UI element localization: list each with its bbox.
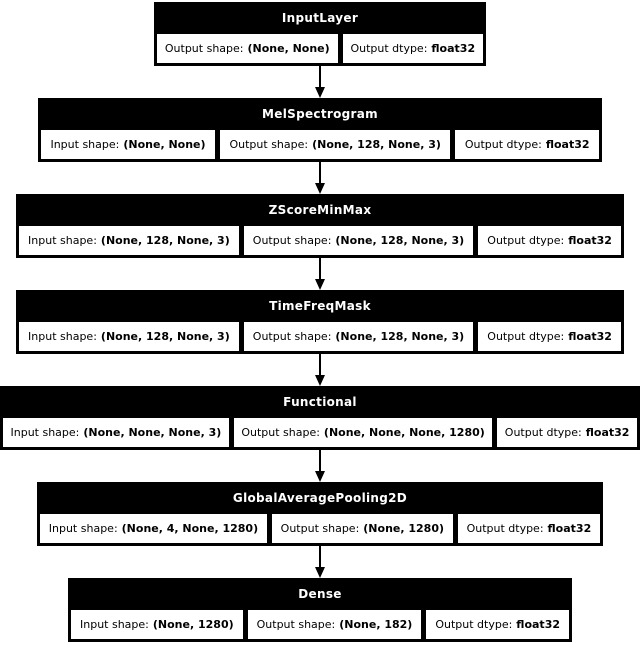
arrow-head-icon xyxy=(315,87,325,98)
connector-arrow xyxy=(315,450,325,482)
cell-value: float32 xyxy=(585,426,630,439)
arrow-shaft xyxy=(319,66,321,87)
arrow-head-icon xyxy=(315,375,325,386)
cell-label: Output dtype: xyxy=(464,138,542,151)
connector-arrow xyxy=(315,258,325,290)
arrow-shaft xyxy=(319,546,321,567)
layer-name: TimeFreqMask xyxy=(269,299,371,313)
cell-value: (None, None, None, 1280) xyxy=(323,426,485,439)
cell-output-dtype: Output dtype: float32 xyxy=(455,130,599,159)
connector-arrow xyxy=(315,162,325,194)
cell-value: float32 xyxy=(431,42,476,55)
cell-input-shape: Input shape: (None, None) xyxy=(41,130,216,159)
cell-value: float32 xyxy=(568,234,612,247)
cell-label: Output shape: xyxy=(256,618,336,631)
cell-label: Output shape: xyxy=(280,522,360,535)
cell-value: (None, None) xyxy=(123,138,206,151)
cell-label: Input shape: xyxy=(80,618,149,631)
cell-label: Output dtype: xyxy=(487,234,565,247)
layer-shape-row: Input shape: (None, 128, None, 3) Output… xyxy=(19,226,621,255)
layer-name: Functional xyxy=(283,395,357,409)
cell-output-dtype: Output dtype: float32 xyxy=(457,514,601,543)
arrow-head-icon xyxy=(315,567,325,578)
cell-value: float32 xyxy=(547,522,592,535)
arrow-shaft xyxy=(319,354,321,375)
layer-shape-row: Input shape: (None, 128, None, 3) Output… xyxy=(19,322,621,351)
cell-label: Output dtype: xyxy=(350,42,428,55)
cell-value: (None, 1280) xyxy=(363,522,445,535)
cell-value: (None, 4, None, 1280) xyxy=(121,522,259,535)
cell-output-shape: Output shape: (None, 128, None, 3) xyxy=(243,226,474,255)
layer-name: InputLayer xyxy=(281,11,359,25)
arrow-shaft xyxy=(319,162,321,183)
arrow-shaft xyxy=(319,450,321,471)
layer-name: GlobalAveragePooling2D xyxy=(232,491,408,505)
cell-value: float32 xyxy=(516,618,560,631)
layer-node-dense: Dense Input shape: (None, 1280) Output s… xyxy=(68,578,572,642)
layer-shape-row: Input shape: (None, 1280) Output shape: … xyxy=(71,610,569,639)
layer-node-globalaveragepooling2d: GlobalAveragePooling2D Input shape: (Non… xyxy=(37,482,603,546)
cell-value: (None, 128, None, 3) xyxy=(335,234,465,247)
layer-name: Dense xyxy=(298,587,342,601)
cell-output-shape: Output shape: (None, 182) xyxy=(247,610,422,639)
cell-value: float32 xyxy=(545,138,590,151)
cell-label: Output shape: xyxy=(241,426,320,439)
cell-label: Output shape: xyxy=(252,330,332,343)
cell-value: (None, 128, None, 3) xyxy=(100,234,230,247)
cell-output-shape: Output shape: (None, 128, None, 3) xyxy=(220,130,451,159)
cell-output-dtype: Output dtype: float32 xyxy=(497,418,637,447)
cell-value: (None, 1280) xyxy=(152,618,234,631)
cell-label: Input shape: xyxy=(50,138,120,151)
cell-value: (None, None, None, 3) xyxy=(83,426,222,439)
cell-label: Input shape: xyxy=(28,330,97,343)
layer-node-melspectrogram: MelSpectrogram Input shape: (None, None)… xyxy=(38,98,602,162)
arrow-head-icon xyxy=(315,279,325,290)
arrow-head-icon xyxy=(315,471,325,482)
cell-value: (None, 128, None, 3) xyxy=(335,330,465,343)
cell-input-shape: Input shape: (None, 128, None, 3) xyxy=(19,322,239,351)
cell-input-shape: Input shape: (None, None, None, 3) xyxy=(3,418,229,447)
layer-node-zscoreminmax: ZScoreMinMax Input shape: (None, 128, No… xyxy=(16,194,624,258)
layer-name: ZScoreMinMax xyxy=(268,203,372,217)
cell-input-shape: Input shape: (None, 128, None, 3) xyxy=(19,226,239,255)
layer-shape-row: Input shape: (None, None, None, 3) Outpu… xyxy=(3,418,637,447)
cell-label: Output dtype: xyxy=(504,426,582,439)
layer-name: MelSpectrogram xyxy=(262,107,378,121)
cell-output-dtype: Output dtype: float32 xyxy=(478,322,621,351)
cell-output-shape: Output shape: (None, None, None, 1280) xyxy=(233,418,493,447)
cell-label: Input shape: xyxy=(48,522,118,535)
cell-value: float32 xyxy=(568,330,612,343)
cell-label: Input shape: xyxy=(10,426,80,439)
layer-node-functional: Functional Input shape: (None, None, Non… xyxy=(0,386,640,450)
layer-node-inputlayer: InputLayer Output shape: (None, None) Ou… xyxy=(154,2,486,66)
cell-value: (None, 128, None, 3) xyxy=(100,330,230,343)
connector-arrow xyxy=(315,546,325,578)
arrow-head-icon xyxy=(315,183,325,194)
cell-input-shape: Input shape: (None, 4, None, 1280) xyxy=(40,514,267,543)
cell-label: Output shape: xyxy=(252,234,332,247)
cell-label: Output dtype: xyxy=(466,522,544,535)
cell-output-dtype: Output dtype: float32 xyxy=(426,610,569,639)
cell-output-shape: Output shape: (None, None) xyxy=(157,34,338,63)
connector-arrow xyxy=(315,354,325,386)
cell-label: Output shape: xyxy=(164,42,244,55)
layer-shape-row: Input shape: (None, 4, None, 1280) Outpu… xyxy=(40,514,601,543)
cell-value: (None, 128, None, 3) xyxy=(312,138,441,151)
cell-output-shape: Output shape: (None, 1280) xyxy=(271,514,453,543)
connector-arrow xyxy=(315,66,325,98)
layer-node-timefreqmask: TimeFreqMask Input shape: (None, 128, No… xyxy=(16,290,624,354)
arrow-shaft xyxy=(319,258,321,279)
cell-output-dtype: Output dtype: float32 xyxy=(342,34,483,63)
cell-value: (None, 182) xyxy=(339,618,413,631)
cell-value: (None, None) xyxy=(247,42,330,55)
cell-label: Output dtype: xyxy=(435,618,513,631)
cell-output-shape: Output shape: (None, 128, None, 3) xyxy=(243,322,474,351)
cell-output-dtype: Output dtype: float32 xyxy=(478,226,621,255)
cell-label: Input shape: xyxy=(28,234,97,247)
layer-shape-row: Input shape: (None, None) Output shape: … xyxy=(41,130,599,159)
cell-input-shape: Input shape: (None, 1280) xyxy=(71,610,243,639)
cell-label: Output shape: xyxy=(229,138,309,151)
layer-shape-row: Output shape: (None, None) Output dtype:… xyxy=(157,34,483,63)
cell-label: Output dtype: xyxy=(487,330,565,343)
